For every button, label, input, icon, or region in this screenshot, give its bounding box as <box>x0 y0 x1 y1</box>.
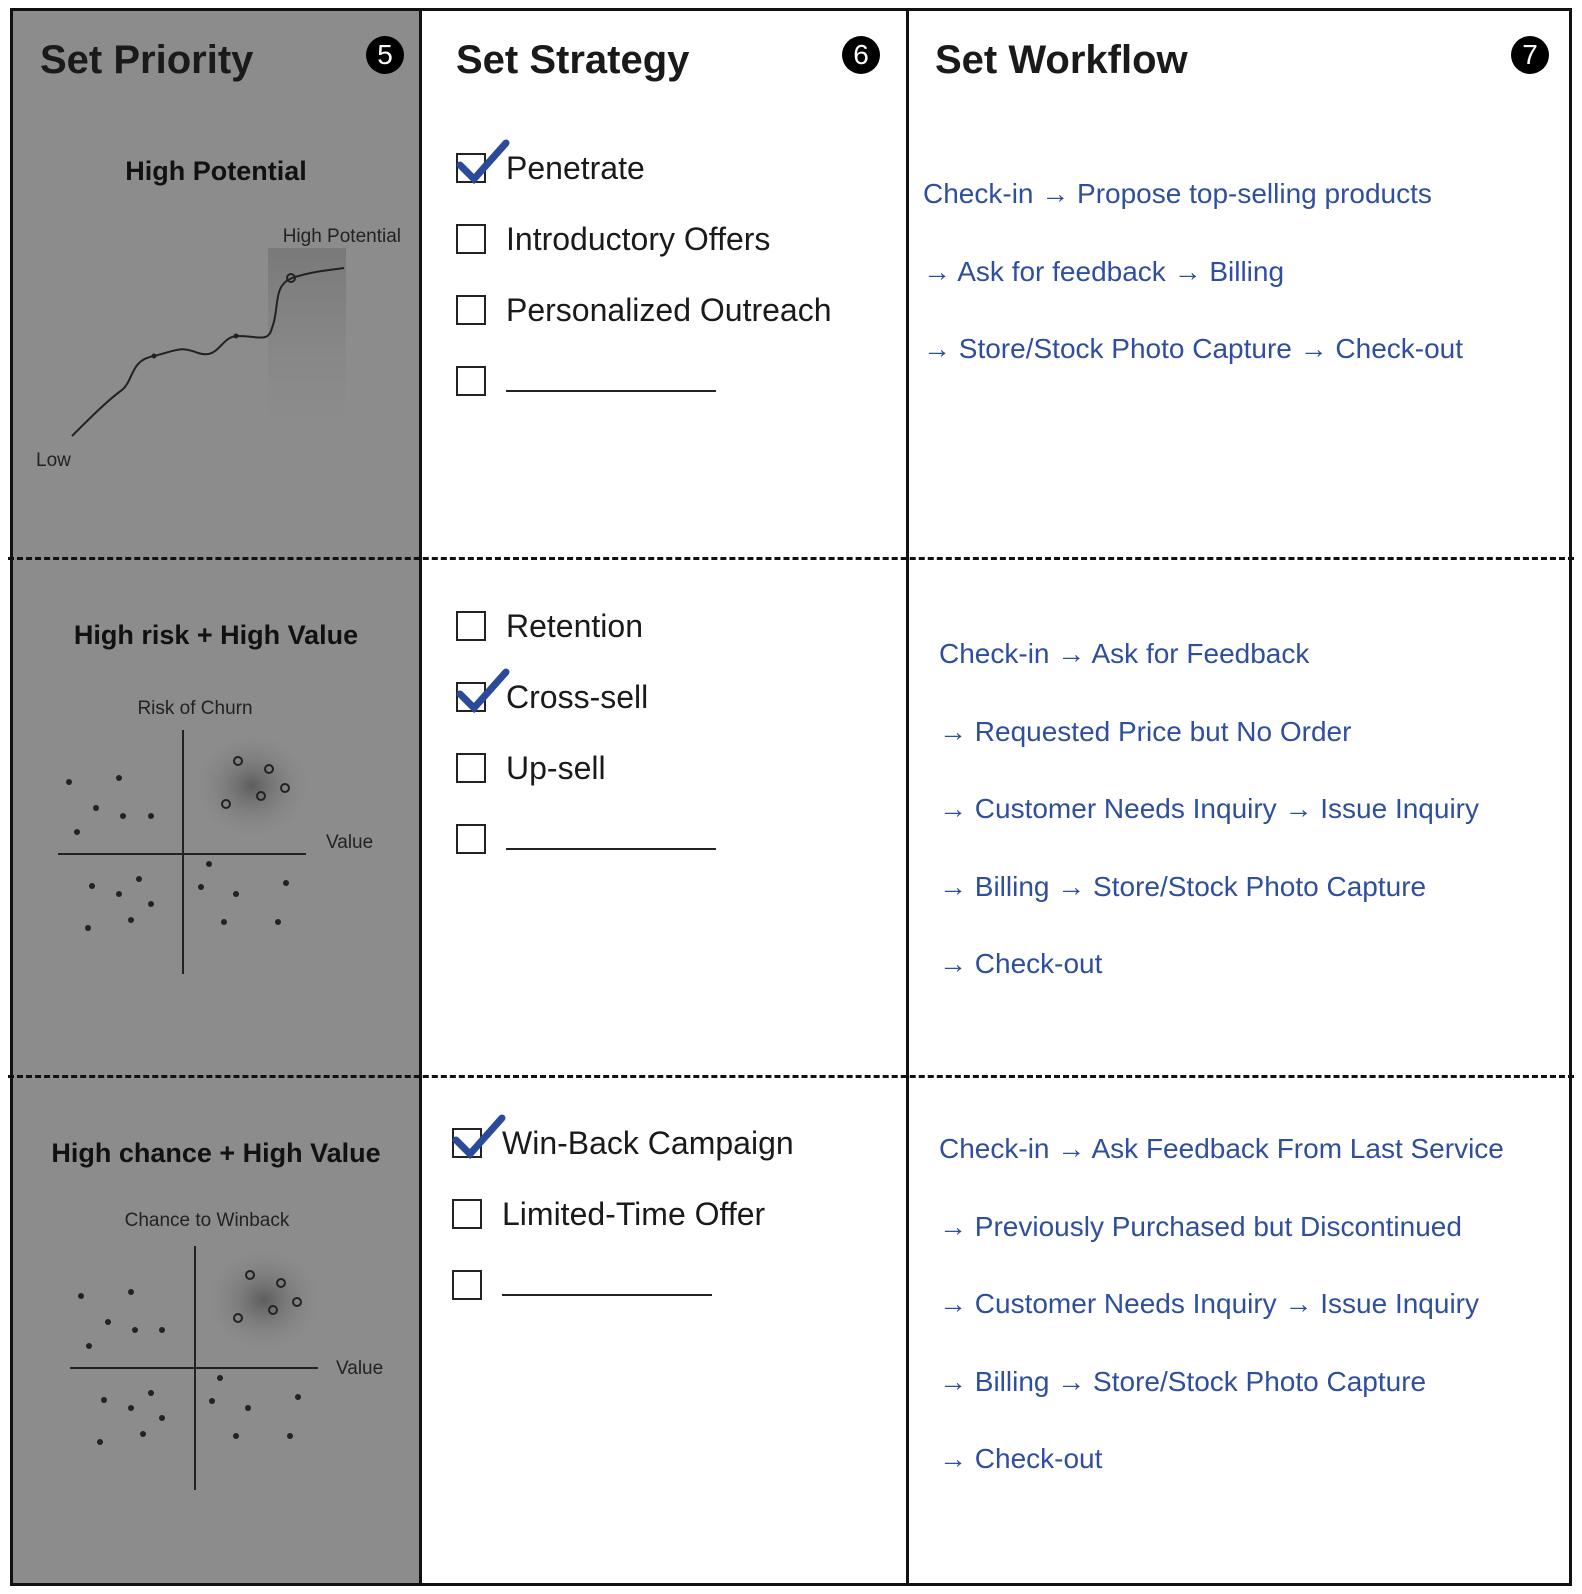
strategy-option[interactable]: Introductory Offers <box>456 219 770 259</box>
axis-label-risk-of-churn: Risk of Churn <box>137 698 252 719</box>
row-divider-2 <box>8 1075 1574 1078</box>
board-frame <box>10 8 1572 1586</box>
workflow-step-line: → Billing → Store/Stock Photo Capture <box>939 870 1427 902</box>
workflow-step-line: Check-in → Propose top-selling products <box>923 178 1432 209</box>
cluster-glow <box>202 1244 326 1356</box>
blank-option-line <box>506 363 716 400</box>
checkmark-icon <box>456 139 510 185</box>
curve-point <box>151 353 157 359</box>
strategy-option-label: Cross-sell <box>506 678 649 715</box>
axis-label-value: Value <box>326 832 373 853</box>
priority-column: Set Priority 5 High Potential High Poten… <box>10 8 422 1586</box>
blank-option-line <box>502 1267 712 1304</box>
workflow-step-line: → Check-out <box>939 1443 1103 1474</box>
workflow-step-line: → Previously Purchased but Discontinued <box>939 1210 1462 1242</box>
blank-option-line <box>506 821 716 858</box>
checkbox[interactable] <box>456 824 486 854</box>
step-badge-6: 6 <box>842 36 880 74</box>
strategy-title: Set Strategy <box>456 38 690 82</box>
priority-section-risk-title: High risk + High Value <box>73 620 359 650</box>
high-potential-band <box>268 248 346 438</box>
step-badge-7: 7 <box>1511 36 1549 74</box>
blank-line <box>502 1270 712 1296</box>
winback-quadrant-chart: Chance to Winback Value <box>70 1210 383 1490</box>
workflow-step-line: Check-in → Ask for Feedback <box>939 638 1310 669</box>
strategy-option[interactable]: Retention <box>456 606 643 646</box>
strategy-option[interactable]: Up-sell <box>456 748 606 788</box>
strategy-option[interactable] <box>456 361 716 401</box>
strategy-option[interactable]: Win-Back Campaign <box>452 1114 794 1163</box>
curve-label-low: Low <box>36 450 71 471</box>
highlighted-cluster <box>233 1270 302 1323</box>
checkbox[interactable] <box>456 295 486 325</box>
workflow-step-line: → Customer Needs Inquiry → Issue Inquiry <box>939 793 1479 824</box>
growth-curve <box>71 267 345 437</box>
strategy-option-label: Personalized Outreach <box>506 291 832 328</box>
strategy-option[interactable] <box>452 1265 712 1305</box>
priority-title: Set Priority <box>40 38 254 82</box>
strategy-option[interactable]: Cross-sell <box>456 668 649 717</box>
strategy-option[interactable]: Personalized Outreach <box>456 290 832 330</box>
strategy-option[interactable]: Limited-Time Offer <box>452 1194 765 1234</box>
workflow-step-line: → Check-out <box>939 948 1103 979</box>
checkbox-checked[interactable] <box>456 668 510 714</box>
workflow-step-line: → Requested Price but No Order <box>939 715 1352 747</box>
workflow-step-line: → Store/Stock Photo Capture → Check-out <box>923 333 1464 364</box>
scatter-dots <box>66 775 289 931</box>
strategy-option-label: Limited-Time Offer <box>502 1195 766 1232</box>
priority-section-high-potential-title: High Potential <box>125 156 307 186</box>
checkbox-checked[interactable] <box>452 1114 506 1160</box>
strategy-option[interactable] <box>456 819 716 859</box>
checkbox[interactable] <box>452 1199 482 1229</box>
strategy-option[interactable]: Penetrate <box>456 139 645 188</box>
curve-label-high-potential: High Potential <box>283 226 401 247</box>
workflow-step-line: Check-in → Ask Feedback From Last Servic… <box>939 1133 1504 1164</box>
priority-section-winback-title: High chance + High Value <box>51 1138 381 1168</box>
checkbox-checked[interactable] <box>456 139 510 185</box>
curve-point-highlight <box>286 273 296 283</box>
row-divider-1 <box>8 557 1574 560</box>
checkbox[interactable] <box>452 1270 482 1300</box>
workflow-title: Set Workflow <box>935 38 1188 82</box>
checkbox[interactable] <box>456 224 486 254</box>
workflow-column: Set Workflow 7 Check-in → Propose top-se… <box>909 8 1572 1586</box>
curve-point <box>233 333 239 339</box>
strategy-option-label: Up-sell <box>506 749 606 786</box>
risk-quadrant-chart: Risk of Churn Value <box>58 698 373 974</box>
workflow-step-line: → Billing → Store/Stock Photo Capture <box>939 1365 1427 1397</box>
high-potential-curve-chart: High Potential Low <box>36 226 401 471</box>
step-badge-5: 5 <box>366 36 404 74</box>
checkbox[interactable] <box>456 366 486 396</box>
checkmark-icon <box>456 668 510 714</box>
strategy-option-label: Retention <box>506 607 643 644</box>
cluster-glow <box>190 730 314 842</box>
workflow-step-line: → Customer Needs Inquiry → Issue Inquiry <box>939 1288 1479 1319</box>
checkbox[interactable] <box>456 611 486 641</box>
blank-line <box>506 366 716 392</box>
scatter-dots <box>78 1289 301 1445</box>
highlighted-cluster <box>221 756 290 809</box>
strategy-option-label: Penetrate <box>506 149 645 186</box>
workflow-step-line: → Ask for feedback → Billing <box>923 255 1285 287</box>
checkbox[interactable] <box>456 753 486 783</box>
checkmark-icon <box>452 1114 506 1160</box>
strategy-option-label: Introductory Offers <box>506 220 771 257</box>
axis-label-chance-to-winback: Chance to Winback <box>125 1210 290 1231</box>
blank-line <box>506 824 716 850</box>
axis-label-value: Value <box>336 1358 383 1379</box>
strategy-option-label: Win-Back Campaign <box>502 1124 794 1161</box>
